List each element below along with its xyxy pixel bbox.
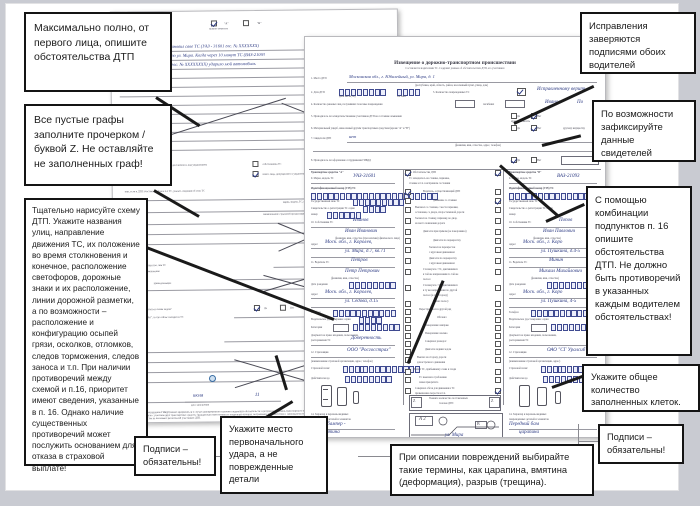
accident-form-page-right: Извещение о дорожно-транспортном происше… bbox=[304, 36, 606, 438]
anchor-dot-signature-left bbox=[209, 375, 216, 382]
form-subtitle: Составляется водителями ТС. Содержит дан… bbox=[405, 67, 505, 70]
callout-fill-empty-fields: Все пустые графы заполните прочерком / б… bbox=[24, 104, 172, 186]
callout-text: Максимально полно, от первого лица, опиш… bbox=[34, 22, 150, 63]
callout-text: Тщательно нарисуйте схему ДТП. Укажите н… bbox=[32, 206, 140, 473]
callout-text: Укажите место первоначального удара, а н… bbox=[229, 424, 304, 485]
callout-text: Подписи – обязательны! bbox=[607, 432, 666, 455]
callout-text: Укажите общее количество заполненных кле… bbox=[591, 372, 681, 408]
callout-draw-scheme: Тщательно нарисуйте схему ДТП. Укажите н… bbox=[24, 198, 148, 473]
callout-text: Все пустые графы заполните прочерком / б… bbox=[34, 114, 154, 170]
leader-damage-terms bbox=[358, 456, 394, 457]
form-title: Извещение о дорожно-транспортном происше… bbox=[394, 60, 516, 66]
callout-text: С помощью комбинации подпунктов п. 16 оп… bbox=[595, 195, 681, 323]
callout-use-p16-combination: С помощью комбинации подпунктов п. 16 оп… bbox=[586, 186, 692, 356]
callout-signatures-required-right: Подписи – обязательны! bbox=[598, 424, 684, 464]
callout-total-cell-count: Укажите общее количество заполненных кле… bbox=[582, 364, 700, 412]
callout-text: Подписи – обязательны! bbox=[143, 444, 202, 467]
callout-record-witnesses: По возможности зафиксируйте данные свиде… bbox=[592, 100, 696, 162]
callout-text: По возможности зафиксируйте данные свиде… bbox=[601, 109, 674, 159]
image-canvas: транспортное средство: "А" "В" нужное от… bbox=[6, 4, 700, 496]
leader-signatures-right bbox=[578, 441, 600, 442]
callout-corrections-signed: Исправления заверяются подписями обоих в… bbox=[580, 12, 696, 74]
callout-describe-circumstances: Максимально полно, от первого лица, опиш… bbox=[24, 12, 172, 92]
callout-text: При описании повреждений выбирайте такие… bbox=[399, 452, 570, 488]
callout-initial-impact-point: Укажите место первоначального удара, а н… bbox=[220, 416, 328, 494]
callout-damage-terms: При описании повреждений выбирайте такие… bbox=[390, 444, 594, 496]
callout-text: Исправления заверяются подписями обоих в… bbox=[589, 21, 666, 71]
callout-signatures-required-left: Подписи – обязательны! bbox=[134, 436, 216, 476]
